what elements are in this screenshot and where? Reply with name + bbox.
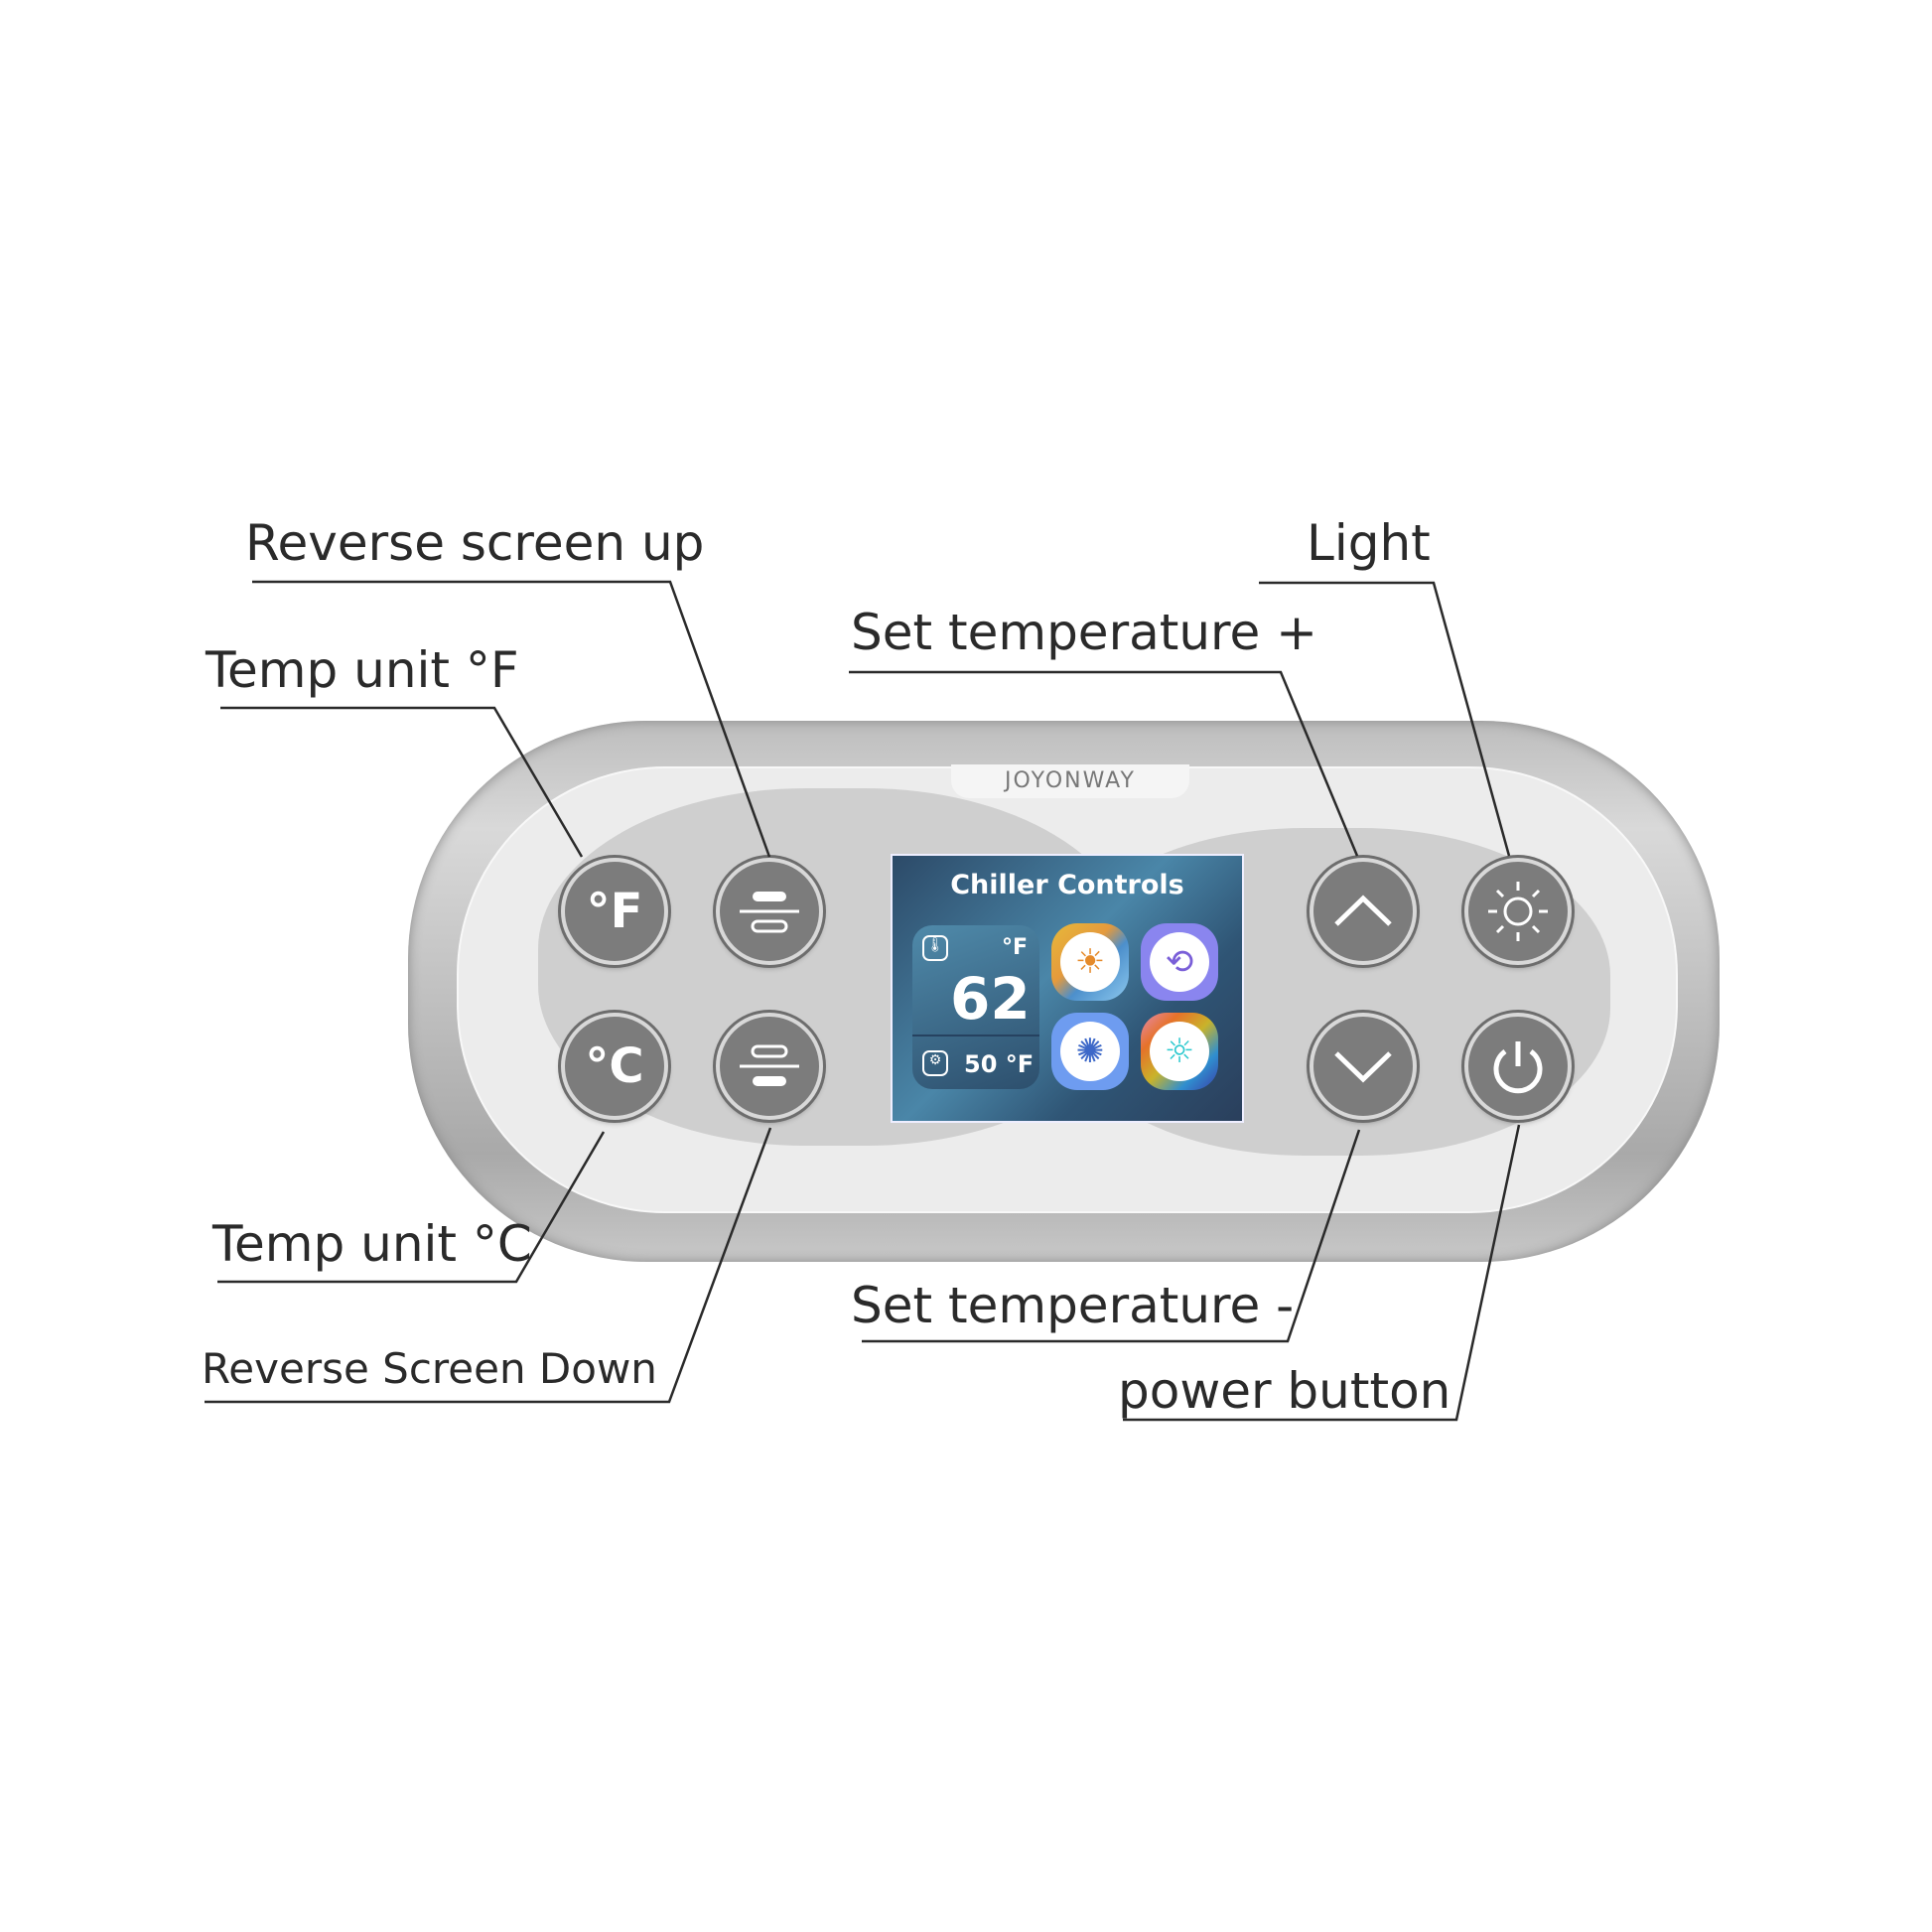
- temp-down-button[interactable]: [1310, 1013, 1417, 1120]
- label-power-button: power button: [1118, 1362, 1451, 1420]
- reverse-up-icon: [740, 892, 799, 933]
- display-screen: Chiller Controls 🌡 °F 62 ⚙ 50 °F ☀ ⟲ ✺ ☼: [891, 854, 1244, 1123]
- current-temperature: 62: [950, 965, 1031, 1033]
- unit-label: °F: [1001, 935, 1028, 960]
- set-temperature: 50 °F: [964, 1050, 1035, 1078]
- label-set-temperature-minus: Set temperature -: [851, 1277, 1295, 1334]
- label-light: Light: [1307, 514, 1431, 572]
- label-temp-unit-c: Temp unit °C: [212, 1215, 532, 1273]
- app-heat-cool[interactable]: ☀: [1051, 923, 1129, 1001]
- sun-snowflake-icon: ☀: [1060, 932, 1120, 992]
- app-sterilize[interactable]: ✺: [1051, 1013, 1129, 1090]
- app-light-cycle[interactable]: ☼: [1141, 1013, 1218, 1090]
- celsius-label: °C: [585, 1038, 644, 1094]
- label-reverse-screen-up: Reverse screen up: [245, 514, 705, 572]
- brand-logo: JOYONWAY: [951, 764, 1189, 798]
- label-set-temperature-plus: Set temperature +: [851, 604, 1318, 661]
- fahrenheit-button[interactable]: °F: [561, 858, 668, 965]
- screen-title: Chiller Controls: [950, 870, 1184, 900]
- chevron-down-icon: [1334, 1051, 1392, 1083]
- water-temp-icon: 🌡: [922, 935, 948, 961]
- light-cycle-icon: ☼: [1150, 1022, 1209, 1081]
- temp-up-button[interactable]: [1310, 858, 1417, 965]
- light-button[interactable]: [1464, 858, 1572, 965]
- power-icon: [1493, 1041, 1543, 1094]
- celsius-button[interactable]: °C: [561, 1013, 668, 1120]
- app-circulation[interactable]: ⟲: [1141, 923, 1218, 1001]
- temperature-card: 🌡 °F 62 ⚙ 50 °F: [912, 925, 1039, 1089]
- reverse-down-icon: [740, 1044, 799, 1086]
- no-virus-icon: ✺: [1060, 1022, 1120, 1081]
- divider: [912, 1035, 1039, 1036]
- circulation-icon: ⟲: [1150, 932, 1209, 992]
- reverse-screen-up-button[interactable]: [716, 858, 823, 965]
- reverse-screen-down-button[interactable]: [716, 1013, 823, 1120]
- heater-gear-icon: ⚙: [922, 1050, 948, 1076]
- label-temp-unit-f: Temp unit °F: [206, 641, 519, 699]
- fahrenheit-label: °F: [586, 884, 643, 939]
- power-button[interactable]: [1464, 1013, 1572, 1120]
- sun-icon: [1488, 882, 1548, 941]
- label-reverse-screen-down: Reverse Screen Down: [202, 1344, 657, 1393]
- chevron-up-icon: [1334, 895, 1392, 926]
